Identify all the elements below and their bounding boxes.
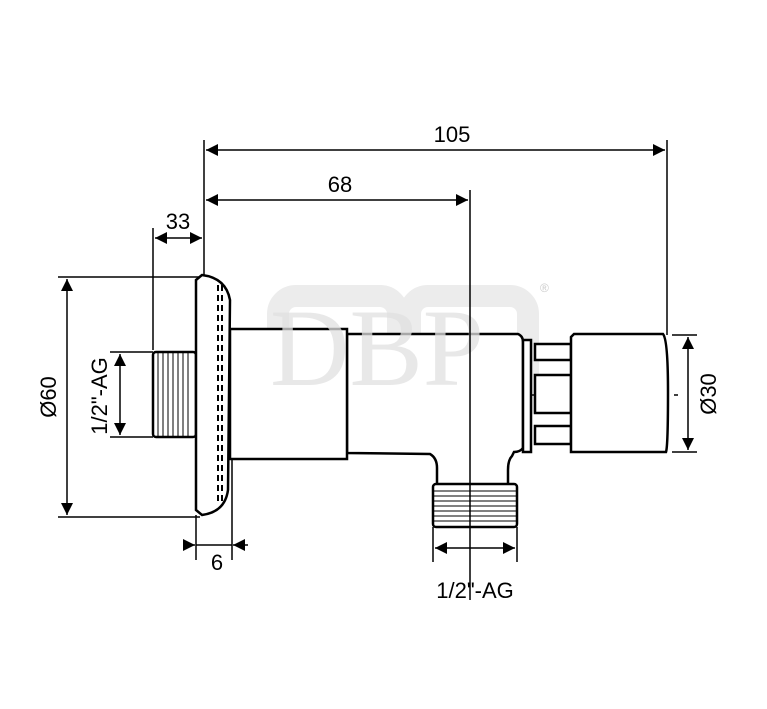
dimension-cap-diameter: Ø30	[672, 334, 721, 453]
dimension-inlet-thread: 1/2"-AG	[87, 351, 153, 438]
svg-text:68: 68	[328, 172, 352, 197]
dimension-105: 105	[203, 122, 668, 335]
dimension-flange-diameter: Ø60	[36, 276, 200, 518]
handle-cap	[569, 332, 670, 454]
dimension-33: 33	[152, 209, 202, 350]
svg-text:105: 105	[434, 122, 471, 147]
svg-text:6: 6	[211, 550, 223, 575]
inlet-thread	[151, 350, 198, 439]
registered-mark: ®	[540, 281, 549, 295]
svg-text:1/2"-AG: 1/2"-AG	[436, 578, 514, 603]
svg-text:33: 33	[166, 209, 190, 234]
valve-body	[228, 327, 525, 487]
outlet-thread	[431, 482, 519, 529]
svg-text:Ø60: Ø60	[36, 376, 61, 418]
svg-text:Ø30: Ø30	[696, 373, 721, 415]
dimension-68: 68	[206, 172, 471, 600]
dimension-outlet-thread: 1/2"-AG	[432, 527, 518, 603]
spindle-nut	[521, 338, 573, 454]
watermark-logo: DBP	[270, 287, 484, 409]
wall-flange	[194, 273, 232, 517]
dimension-6: 6	[183, 460, 248, 575]
svg-text:1/2"-AG: 1/2"-AG	[87, 357, 112, 435]
